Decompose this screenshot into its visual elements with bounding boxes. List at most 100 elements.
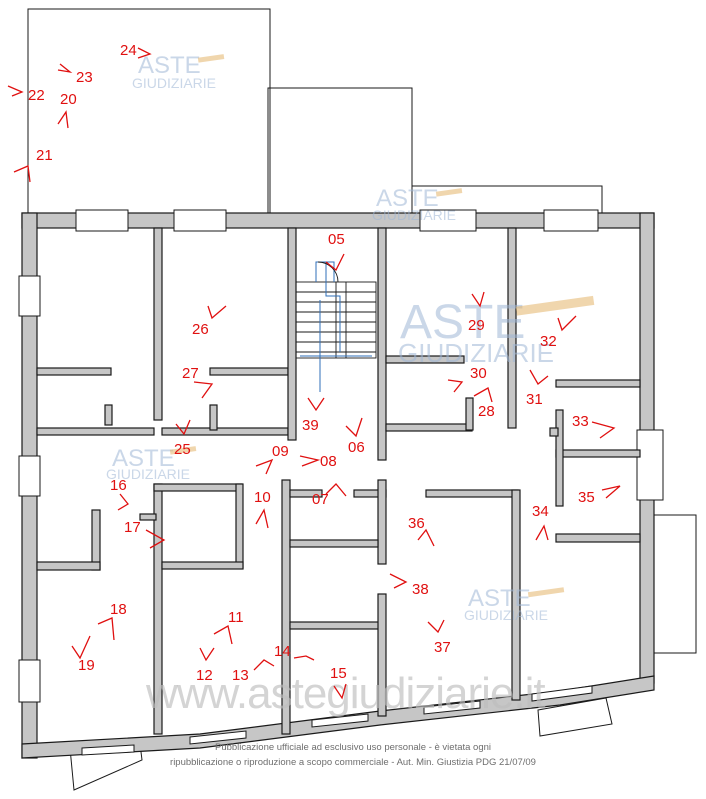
marker-label: 26	[192, 321, 209, 338]
photo-marker-14: 14	[274, 643, 315, 661]
marker-label: 39	[302, 417, 319, 434]
view-direction-mark	[97, 617, 115, 641]
marker-label: 13	[232, 667, 249, 684]
marker-label: 27	[182, 365, 199, 382]
marker-label: 22	[28, 87, 45, 104]
view-direction-mark	[57, 110, 69, 129]
photo-marker-34: 34	[532, 503, 549, 541]
view-direction-mark	[253, 659, 275, 671]
view-direction-mark	[213, 624, 233, 645]
photo-marker-16: 16	[110, 477, 129, 511]
marker-label: 24	[120, 42, 137, 59]
view-direction-mark	[137, 47, 152, 59]
photo-marker-38: 38	[389, 573, 429, 598]
marker-label: 09	[272, 443, 289, 460]
photo-marker-28: 28	[473, 387, 495, 420]
marker-label: 14	[274, 643, 291, 660]
marker-label: 16	[110, 477, 127, 494]
photo-marker-25: 25	[174, 419, 191, 458]
marker-label: 12	[196, 667, 213, 684]
view-direction-mark	[175, 419, 191, 436]
photo-marker-33: 33	[572, 413, 616, 439]
marker-label: 21	[36, 147, 53, 164]
marker-label: 19	[78, 657, 95, 674]
marker-label: 17	[124, 519, 141, 536]
photo-marker-39: 39	[302, 397, 325, 434]
photo-marker-36: 36	[408, 515, 435, 547]
photo-marker-35: 35	[578, 485, 621, 506]
photo-marker-10: 10	[254, 489, 271, 529]
wm-brand-9: ASTE	[468, 585, 531, 612]
view-direction-mark	[333, 683, 347, 700]
photo-marker-37: 37	[427, 619, 451, 656]
wm-brand-7: ASTE	[112, 445, 175, 472]
photo-marker-32: 32	[540, 315, 577, 350]
photo-markers: 05 06 07 08 09 10 11 12 13 14 15 16 17 18 19 20 21 22 23 24…	[7, 42, 621, 700]
marker-label: 37	[434, 639, 451, 656]
marker-label: 36	[408, 515, 425, 532]
view-direction-mark	[117, 493, 129, 511]
marker-label: 31	[526, 391, 543, 408]
view-direction-mark	[557, 315, 577, 332]
view-direction-mark	[71, 635, 91, 660]
view-direction-mark	[307, 397, 325, 412]
interior-walls	[36, 227, 641, 735]
marker-label: 20	[60, 91, 77, 108]
marker-label: 35	[578, 489, 595, 506]
view-direction-mark	[601, 485, 621, 499]
photo-marker-23: 23	[57, 63, 93, 86]
marker-label: 08	[320, 453, 337, 470]
view-direction-mark	[293, 655, 315, 661]
view-direction-mark	[207, 305, 227, 320]
marker-label: 07	[312, 491, 329, 508]
photo-marker-17: 17	[124, 519, 166, 549]
view-direction-mark	[7, 85, 24, 97]
marker-label: 11	[228, 609, 244, 626]
view-direction-mark	[199, 647, 215, 662]
marker-label: 10	[254, 489, 271, 506]
marker-label: 33	[572, 413, 589, 430]
wm-brand-1: ASTE	[138, 52, 201, 79]
photo-marker-08: 08	[299, 453, 337, 470]
photo-marker-18: 18	[97, 601, 127, 641]
marker-label: 32	[540, 333, 557, 350]
marker-label: 25	[174, 441, 191, 458]
wm-brand-5: ASTE	[400, 296, 525, 349]
photo-marker-07: 07	[312, 483, 347, 508]
view-direction-mark	[325, 483, 347, 497]
marker-label: 28	[478, 403, 495, 420]
view-direction-mark	[255, 508, 269, 529]
marker-label: 18	[110, 601, 127, 618]
photo-marker-31: 31	[526, 369, 549, 408]
view-direction-mark	[529, 369, 549, 385]
windows	[18, 209, 664, 756]
wm-brand-2: GIUDIZIARIE	[132, 75, 216, 91]
footer-line-1: Pubblicazione ufficiale ad esclusivo uso…	[214, 742, 492, 753]
view-direction-mark	[325, 253, 345, 272]
view-direction-mark	[57, 63, 73, 74]
wm-brand-4: GIUDIZIARIE	[372, 207, 456, 223]
view-direction-mark	[427, 619, 445, 634]
photo-marker-09: 09	[255, 443, 289, 475]
view-direction-mark	[145, 529, 166, 549]
photo-marker-12: 12	[196, 647, 215, 684]
view-direction-mark	[255, 458, 274, 475]
marker-label: 05	[328, 231, 345, 248]
wm-brand-8: GIUDIZIARIE	[106, 466, 190, 482]
marker-label: 29	[468, 317, 485, 334]
photo-marker-30: 30	[447, 365, 487, 393]
view-direction-mark	[473, 387, 493, 403]
photo-marker-06: 06	[345, 417, 365, 456]
marker-label: 15	[330, 665, 347, 682]
aste-watermark: ASTE GIUDIZIARIE ASTE GIUDIZIARIE ASTE G…	[106, 52, 595, 718]
photo-marker-27: 27	[182, 365, 214, 399]
photo-marker-11: 11	[213, 609, 244, 645]
view-direction-mark	[389, 573, 408, 589]
wm-brand-10: GIUDIZIARIE	[464, 607, 548, 623]
photo-marker-21: 21	[13, 147, 53, 183]
photo-marker-13: 13	[232, 659, 275, 684]
photo-marker-26: 26	[192, 305, 227, 338]
view-direction-mark	[447, 379, 464, 393]
marker-label: 23	[76, 69, 93, 86]
